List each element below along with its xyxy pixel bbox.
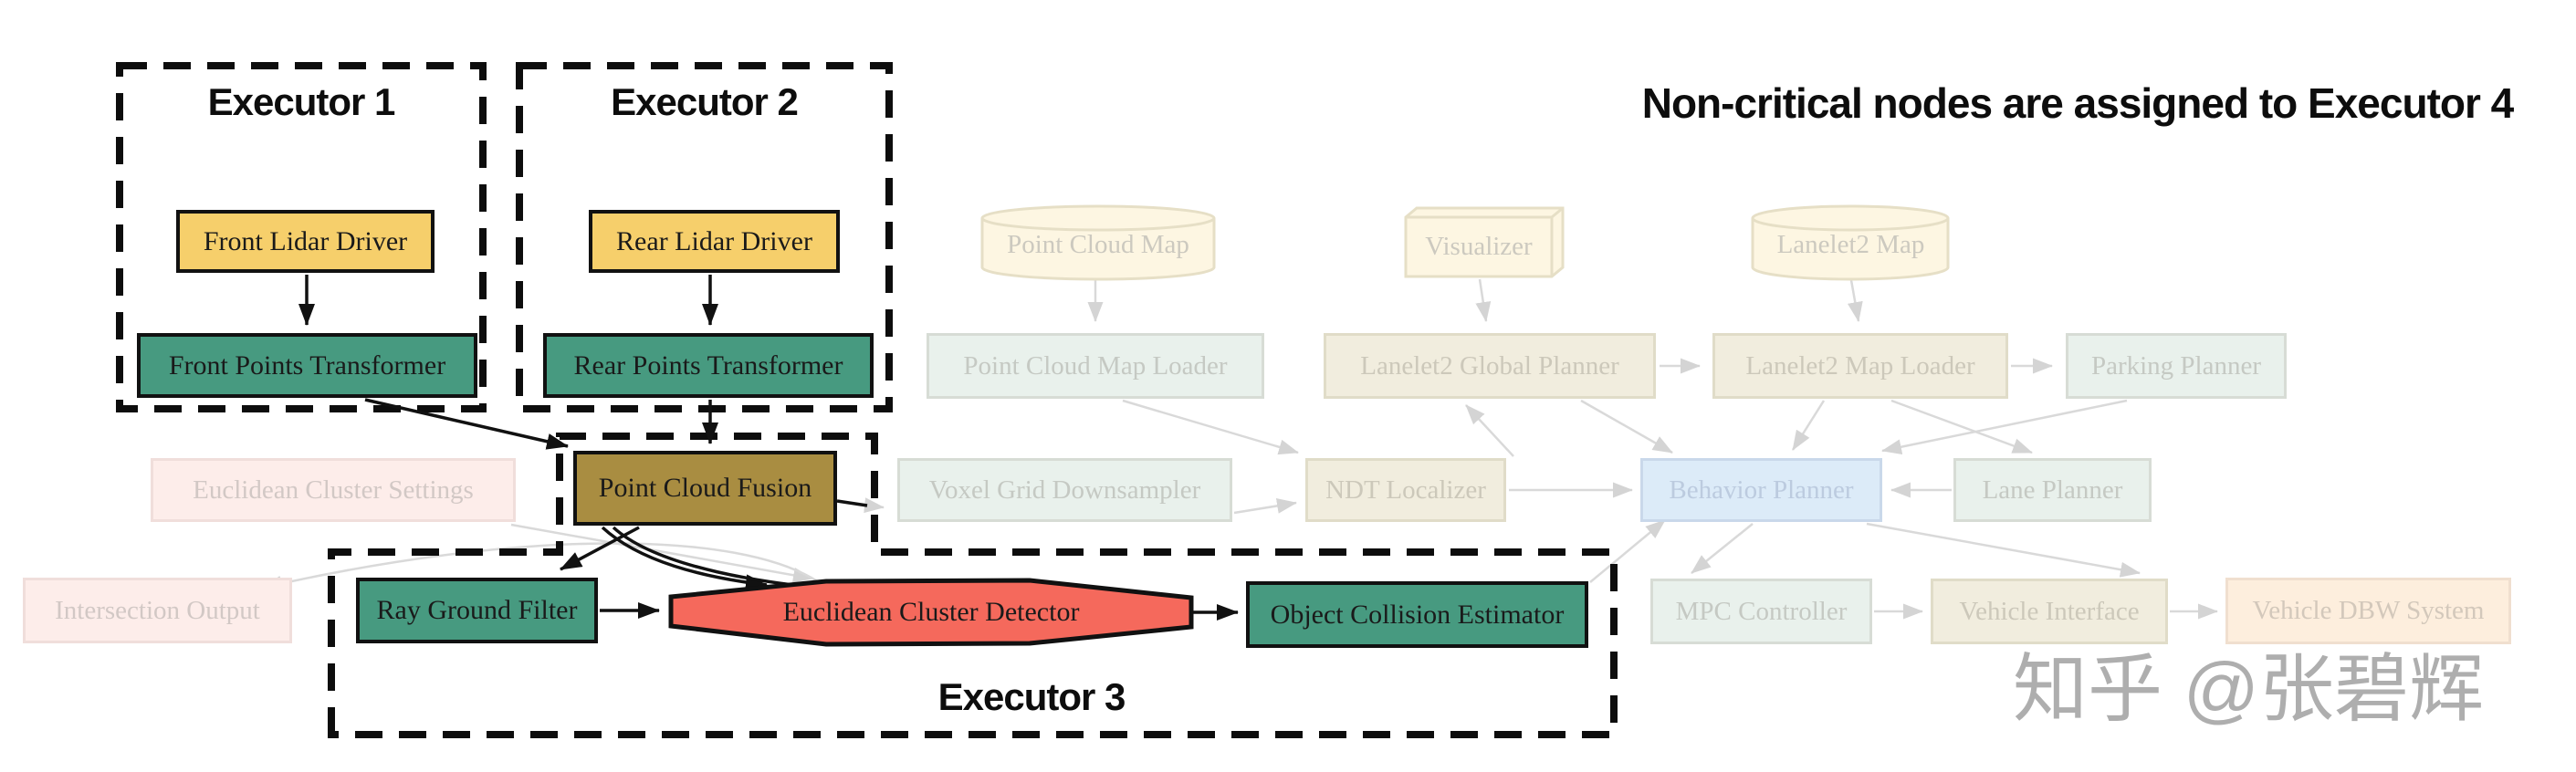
node-lanelet2-global-planner[interactable]: Lanelet2 Global Planner [1324, 333, 1656, 399]
node-visualizer-label: Visualizer [1425, 232, 1533, 261]
executor1-outline [116, 62, 487, 412]
node-vehicle-interface[interactable]: Vehicle Interface [1931, 579, 2168, 644]
node-rear-lidar-driver[interactable]: Rear Lidar Driver [589, 210, 840, 273]
edge-visualizer-lgp [1475, 278, 1492, 322]
euclidean-cluster-detector-hexagon[interactable] [668, 578, 1194, 647]
lanelet2-map-cylinder [1751, 218, 1950, 281]
node-euclidean-cluster-detector-label: Euclidean Cluster Detector [782, 597, 1080, 627]
node-ray-ground-filter[interactable]: Ray Ground Filter [356, 578, 598, 643]
edge-fpt-pcf [364, 398, 569, 450]
edge-pcf-vgd-black [836, 499, 868, 507]
edge-lgp-behavior [1580, 399, 1673, 454]
edge-ndt-lgp [1465, 404, 1514, 457]
lanelet2-map-cylinder-top [1751, 204, 1950, 232]
edge-oce-behavior [1589, 519, 1666, 583]
edge-ecd-intersection [262, 542, 822, 591]
node-lanelet2-map-loader[interactable]: Lanelet2 Map Loader [1712, 333, 2008, 399]
edge-pcf-rgf [560, 526, 640, 571]
edge-lml-laneplanner [1890, 399, 2033, 454]
edge-pcf-ecd-1 [601, 526, 768, 591]
node-voxel-grid-downsampler[interactable]: Voxel Grid Downsampler [897, 458, 1232, 522]
node-lanelet2-map-label: Lanelet2 Map [1776, 229, 1925, 259]
point-cloud-map-cylinder [980, 218, 1216, 281]
node-euclidean-cluster-settings[interactable]: Euclidean Cluster Settings [151, 458, 516, 522]
edge-lanelet2map-loader [1847, 279, 1863, 322]
faded-edges-group [262, 278, 2218, 620]
node-point-cloud-fusion[interactable]: Point Cloud Fusion [573, 451, 837, 526]
node-front-points-transformer[interactable]: Front Points Transformer [137, 333, 477, 398]
edge-lml-behavior [1791, 400, 1826, 451]
node-mpc-controller[interactable]: MPC Controller [1650, 579, 1872, 644]
node-front-lidar-driver[interactable]: Front Lidar Driver [176, 210, 435, 273]
edge-parking-behavior [1881, 399, 2128, 455]
node-parking-planner[interactable]: Parking Planner [2066, 333, 2287, 399]
page-title: Non-critical nodes are assigned to Execu… [1641, 79, 2515, 127]
node-behavior-planner[interactable]: Behavior Planner [1640, 458, 1882, 522]
edge-vgd-ndt [1233, 497, 1297, 515]
faded-shapes-group [980, 204, 1950, 281]
executor3-title: Executor 3 [937, 675, 1126, 718]
node-vehicle-dbw-system[interactable]: Vehicle DBW System [2225, 578, 2511, 644]
executor1-title: Executor 1 [207, 80, 396, 123]
edge-behavior-mpc [1691, 523, 1754, 574]
watermark: 知乎 @张碧辉 [2013, 648, 2485, 731]
visualizer-box3d [1404, 206, 1565, 278]
executor3-outline [328, 433, 1618, 738]
node-ndt-localizer[interactable]: NDT Localizer [1305, 458, 1506, 522]
node-rear-points-transformer[interactable]: Rear Points Transformer [543, 333, 874, 398]
point-cloud-map-cylinder-top [980, 204, 1216, 232]
executor-outlines-group [116, 62, 1618, 738]
node-point-cloud-map-loader[interactable]: Point Cloud Map Loader [927, 333, 1264, 399]
executor2-title: Executor 2 [611, 80, 799, 123]
edge-ecs-ecd [510, 523, 813, 583]
executor2-outline [516, 62, 893, 412]
edge-pcml-ndt [1122, 399, 1299, 455]
edge-behavior-vi [1866, 522, 2141, 578]
edge-pcf-vgd-faded-tip [864, 497, 885, 514]
node-point-cloud-map-label: Point Cloud Map [1007, 229, 1189, 259]
node-intersection-output[interactable]: Intersection Output [23, 578, 292, 643]
node-object-collision-estimator[interactable]: Object Collision Estimator [1246, 581, 1588, 648]
node-lane-planner[interactable]: Lane Planner [1953, 458, 2152, 522]
